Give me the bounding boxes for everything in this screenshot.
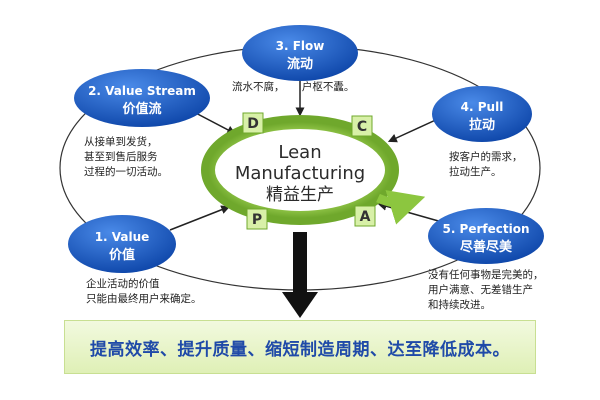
node-perfection-cn: 尽善尽美: [460, 239, 513, 255]
pdca-c-box: C: [351, 115, 373, 137]
pdca-ring: [201, 115, 399, 225]
goal-banner: 提高效率、提升质量、缩短制造周期、达至降低成本。: [64, 320, 536, 374]
pdca-p-box: P: [246, 208, 268, 230]
desc-value-line: 只能由最终用户来确定。: [86, 293, 202, 305]
desc-pull-line: 拉动生产。: [449, 166, 502, 178]
desc-value-stream-line: 从接单到发货，: [84, 136, 158, 148]
desc-perfection-line: 没有任何事物是完美的，: [428, 269, 544, 281]
connector-value: [169, 205, 231, 231]
node-pull-en: 4. Pull: [461, 100, 504, 114]
desc-value-stream-line: 甚至到售后服务: [84, 151, 158, 163]
node-value-stream-cn: 价值流: [122, 101, 161, 117]
pdca-d-label: D: [247, 116, 259, 132]
pdca-d-box: D: [242, 112, 264, 134]
center-title-line2: Manufacturing: [235, 163, 365, 184]
down-arrow-head: [282, 292, 318, 318]
center-title-line1: Lean: [278, 142, 321, 163]
connector-pull: [387, 117, 441, 143]
node-value-stream-en: 2. Value Stream: [88, 84, 196, 98]
desc-flow-line: 流水不腐，: [232, 81, 285, 93]
desc-pull: 按客户的需求， 拉动生产。: [449, 150, 523, 180]
pdca-c-label: C: [357, 119, 367, 135]
connector-perfection: [377, 201, 443, 223]
pdca-a-box: A: [354, 205, 376, 227]
desc-value-stream-line: 过程的一切活动。: [84, 166, 168, 178]
node-flow: 3. Flow 流动: [242, 25, 358, 81]
goal-banner-text: 提高效率、提升质量、缩短制造周期、达至降低成本。: [90, 339, 510, 360]
desc-value-stream: 从接单到发货， 甚至到售后服务 过程的一切活动。: [84, 135, 168, 180]
node-pull: 4. Pull 拉动: [432, 86, 532, 142]
desc-flow: 流水不腐， 户枢不蠹。: [232, 80, 354, 95]
node-flow-en: 3. Flow: [276, 39, 325, 53]
node-perfection: 5. Perfection 尽善尽美: [428, 208, 544, 264]
down-arrow-shaft: [293, 232, 307, 294]
pdca-p-label: P: [252, 212, 262, 228]
center-title-line3: 精益生产: [266, 185, 334, 205]
desc-value: 企业活动的价值 只能由最终用户来确定。: [86, 277, 202, 307]
node-perfection-en: 5. Perfection: [442, 222, 529, 236]
pdca-a-label: A: [360, 209, 371, 225]
desc-perfection: 没有任何事物是完美的， 用户满意、无差错生产 和持续改进。: [428, 268, 544, 313]
node-pull-cn: 拉动: [469, 117, 495, 133]
node-value-stream: 2. Value Stream 价值流: [74, 69, 210, 127]
node-value: 1. Value 价值: [68, 215, 176, 273]
node-value-cn: 价值: [109, 247, 135, 263]
desc-perfection-line: 和持续改进。: [428, 299, 491, 311]
ring-arrow: [376, 190, 426, 225]
desc-value-line: 企业活动的价值: [86, 278, 160, 290]
node-value-en: 1. Value: [95, 230, 150, 244]
node-flow-cn: 流动: [287, 56, 313, 72]
desc-perfection-line: 用户满意、无差错生产: [428, 284, 533, 296]
desc-flow-line: 户枢不蠹。: [301, 81, 355, 93]
desc-pull-line: 按客户的需求，: [449, 151, 523, 163]
